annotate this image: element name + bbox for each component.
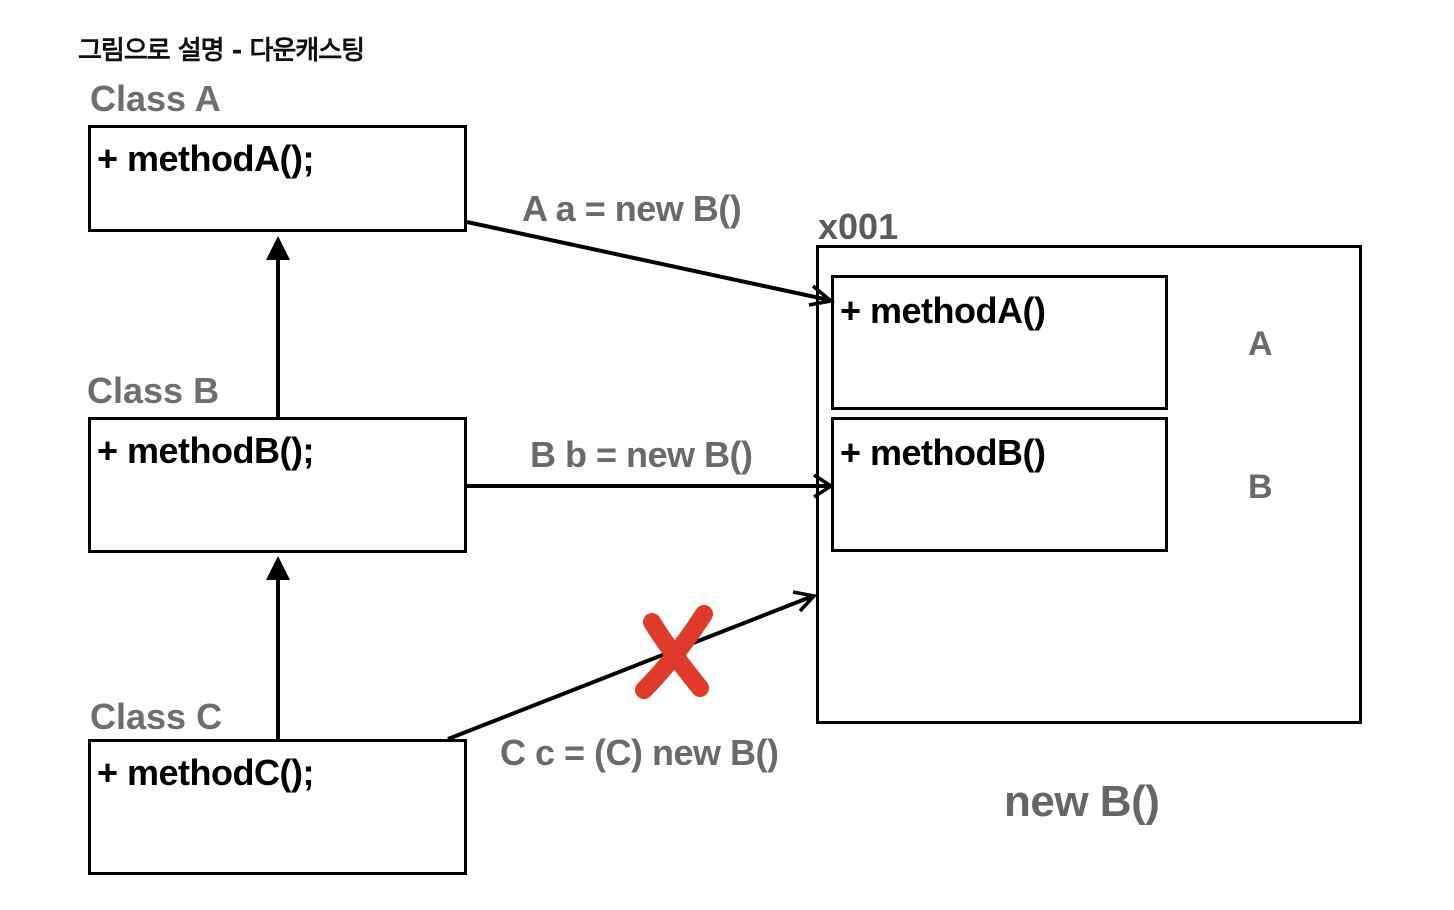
invalid-cross-icon xyxy=(635,605,713,699)
reference-arrow-b xyxy=(467,473,835,499)
class-b-method: + methodB(); xyxy=(97,430,314,471)
inheritance-arrow-c-to-b xyxy=(266,556,290,739)
class-b-label: Class B xyxy=(87,370,220,411)
reference-a-label: A a = new B() xyxy=(522,188,742,229)
class-a-box: + methodA(); xyxy=(88,125,467,232)
instance-address: x001 xyxy=(818,206,899,247)
instance-slot-b-label: B xyxy=(1248,468,1273,506)
class-a-label: Class A xyxy=(90,78,221,119)
instance-caption: new B() xyxy=(1004,777,1160,826)
reference-c-label: C c = (C) new B() xyxy=(500,732,779,773)
class-c-box: + methodC(); xyxy=(88,739,467,875)
reference-arrow-a xyxy=(466,220,835,307)
instance-slot-a-method: + methodA() xyxy=(840,290,1046,331)
reference-arrow-c xyxy=(447,590,818,741)
reference-b-label: B b = new B() xyxy=(530,434,753,475)
instance-slot-a-label: A xyxy=(1248,325,1273,363)
class-c-label: Class C xyxy=(90,696,223,737)
instance-slot-b: + methodB() xyxy=(831,417,1168,552)
class-a-method: + methodA(); xyxy=(97,138,314,179)
page-title: 그림으로 설명 - 다운캐스팅 xyxy=(78,36,365,66)
inheritance-arrow-b-to-a xyxy=(266,236,290,417)
instance-slot-a: + methodA() xyxy=(831,275,1168,410)
class-b-box: + methodB(); xyxy=(88,417,467,553)
class-c-method: + methodC(); xyxy=(97,752,314,793)
instance-slot-b-method: + methodB() xyxy=(840,432,1046,473)
